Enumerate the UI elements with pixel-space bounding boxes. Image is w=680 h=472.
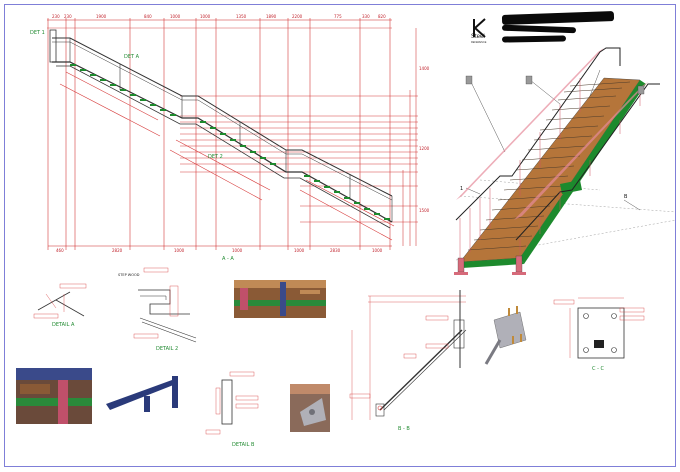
det-a-label: DET A	[124, 54, 140, 60]
sheet-border-top	[4, 4, 676, 5]
leader-1-label: 1	[460, 186, 463, 192]
right-dim-1: 1400	[419, 66, 430, 71]
section-b-label: B - B	[398, 426, 410, 432]
bottom-dim-3: 1000	[174, 248, 185, 253]
top-dim-3: 1900	[96, 14, 107, 19]
top-dim-6: 1000	[200, 14, 211, 19]
sheet-border-right	[675, 4, 676, 467]
bottom-dim-4: 1000	[232, 248, 243, 253]
top-dim-8: 1890	[266, 14, 277, 19]
right-dim-2: 1200	[419, 146, 430, 151]
top-dim-9: 2200	[292, 14, 303, 19]
top-dim-2: 230	[64, 14, 72, 19]
bottom-dim-1: 460	[56, 248, 64, 253]
sheet-border-left	[4, 4, 5, 467]
bottom-dim-6: 2830	[330, 248, 341, 253]
top-dim-1: 230	[52, 14, 60, 19]
top-dim-7: 1350	[236, 14, 247, 19]
top-dim-12: 820	[378, 14, 386, 19]
top-dim-4: 840	[144, 14, 152, 19]
top-dim-11: 330	[362, 14, 370, 19]
company-logo-icon	[473, 18, 486, 38]
bottom-dim-5: 1000	[294, 248, 305, 253]
right-dim-3: 1500	[419, 208, 430, 213]
detail-a-label: DETAIL A	[52, 322, 75, 328]
leader-b-label: B	[624, 194, 628, 200]
bottom-dim-2: 2820	[112, 248, 123, 253]
sheet-border-bottom	[4, 466, 676, 467]
detail-2-label: DETAIL 2	[156, 346, 178, 352]
top-dim-10: 775	[334, 14, 342, 19]
logo-word: Steel	[471, 34, 485, 40]
main-section-label: A - A	[222, 256, 234, 262]
detail-b-label: DETAIL B	[232, 442, 255, 448]
section-c-label: C - C	[592, 366, 604, 372]
step-wood-label: STEP WOOD	[118, 273, 140, 277]
det-2-label: DET 2	[208, 154, 223, 160]
top-dim-5: 1000	[170, 14, 181, 19]
bottom-dim-7: 1000	[372, 248, 383, 253]
det-1-label: DET 1	[30, 30, 45, 36]
logo-subtitle: REFERENCE	[471, 41, 487, 44]
